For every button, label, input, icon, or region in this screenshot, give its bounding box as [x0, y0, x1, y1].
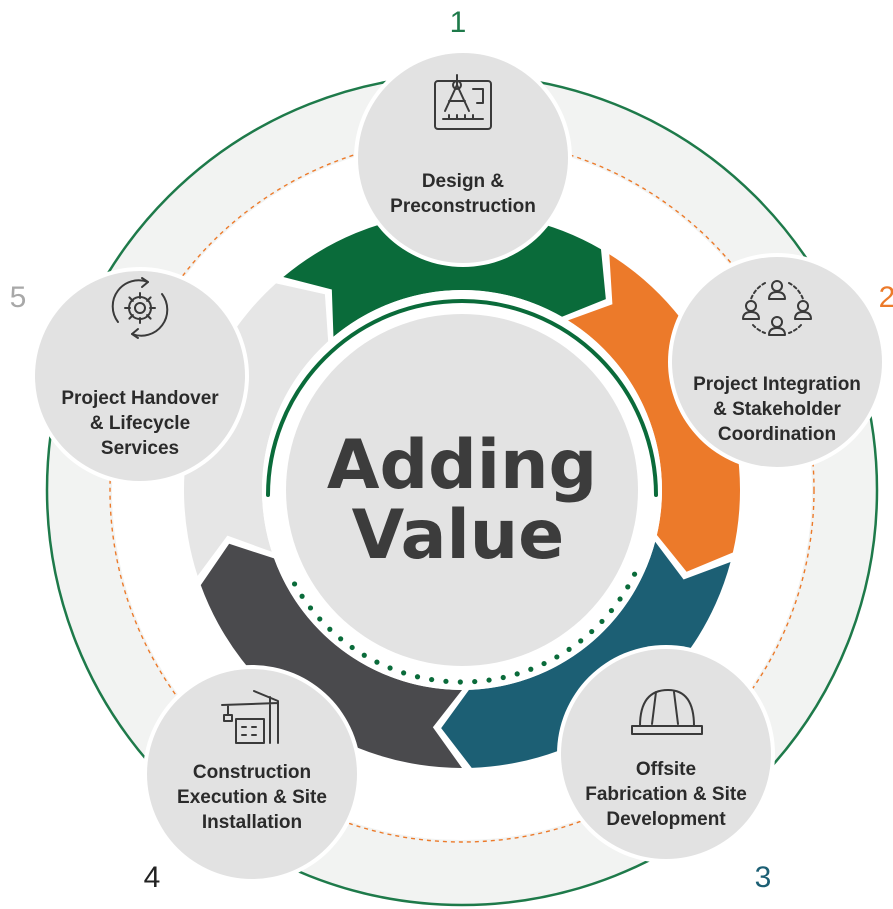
stage-label-line: Development	[606, 809, 726, 830]
center-dot	[541, 660, 547, 667]
center-dot	[514, 671, 520, 677]
node-circle	[35, 271, 245, 481]
stage-label-line: & Lifecycle	[90, 413, 190, 434]
center-dot	[625, 584, 631, 590]
center-title-line2: Value	[352, 496, 565, 575]
node-circle	[358, 53, 568, 263]
center-dot	[299, 593, 305, 599]
node-circle	[147, 669, 357, 879]
stage-label-line: Preconstruction	[390, 196, 536, 217]
center-dot	[578, 638, 584, 644]
stage-number-1: 1	[450, 6, 467, 39]
center-dot	[291, 581, 298, 587]
stage-label-line: Construction	[193, 762, 311, 783]
segment-orange	[567, 254, 741, 572]
center-dot	[443, 678, 449, 684]
center-dot	[361, 652, 367, 658]
stage-label-line: & Stakeholder	[713, 399, 841, 420]
stage-label-line: Project Integration	[693, 374, 861, 395]
cycle-gear-icon	[111, 277, 169, 339]
stage-label-line: Installation	[202, 812, 302, 833]
stage-number-4: 4	[144, 861, 161, 894]
stage-number-2: 2	[879, 281, 893, 314]
center-dot	[317, 616, 323, 622]
center-dot	[338, 636, 344, 642]
stage-label-line: Fabrication & Site	[585, 784, 747, 805]
center-dotted-arc	[291, 571, 638, 685]
center-dot	[566, 646, 572, 652]
center-dot	[554, 654, 560, 660]
center-dot	[349, 644, 355, 651]
stage-number-3: 3	[755, 861, 772, 894]
center-dot	[327, 626, 333, 632]
center-dot	[608, 607, 615, 614]
node-circle	[561, 649, 771, 859]
segment-charcoal	[200, 543, 463, 768]
center-dot	[631, 571, 638, 577]
crane-building-icon	[221, 690, 279, 744]
center-dot	[374, 659, 380, 665]
center-dot	[472, 678, 478, 685]
center-dot	[401, 670, 407, 676]
stakeholder-network-icon	[742, 280, 812, 336]
center-dot	[617, 596, 623, 602]
stage-label-line: Offsite	[636, 759, 696, 780]
drafting-compass-icon	[434, 74, 492, 130]
segment-teal	[441, 541, 731, 768]
center-dot	[387, 665, 393, 671]
center-dot	[528, 666, 534, 672]
center-dot	[307, 605, 314, 611]
center-dot	[486, 677, 492, 683]
stage-label-line: Execution & Site	[177, 787, 327, 808]
center-title-line1: Adding	[327, 426, 597, 505]
stage-label-line: Project Handover	[61, 388, 219, 409]
center-dot	[500, 674, 506, 681]
center-circle	[286, 314, 638, 666]
stage-label-line: Services	[101, 438, 179, 459]
center-green-arc	[266, 299, 658, 497]
center-dot	[414, 674, 421, 680]
stage-node-1: Design & Preconstruction	[354, 49, 572, 267]
center-dot	[429, 676, 435, 683]
center-dot	[457, 679, 463, 685]
center-dot	[589, 628, 595, 635]
stage-label-line: Coordination	[718, 424, 836, 445]
center-dot	[599, 618, 605, 625]
stage-label-line: Design &	[422, 171, 505, 192]
stage-node-2: Project Integration & StakeholderCoordina…	[668, 253, 886, 471]
node-circle	[672, 257, 882, 467]
stage-number-5: 5	[10, 281, 27, 314]
process-segments	[183, 212, 741, 768]
hard-hat-icon	[631, 689, 703, 735]
